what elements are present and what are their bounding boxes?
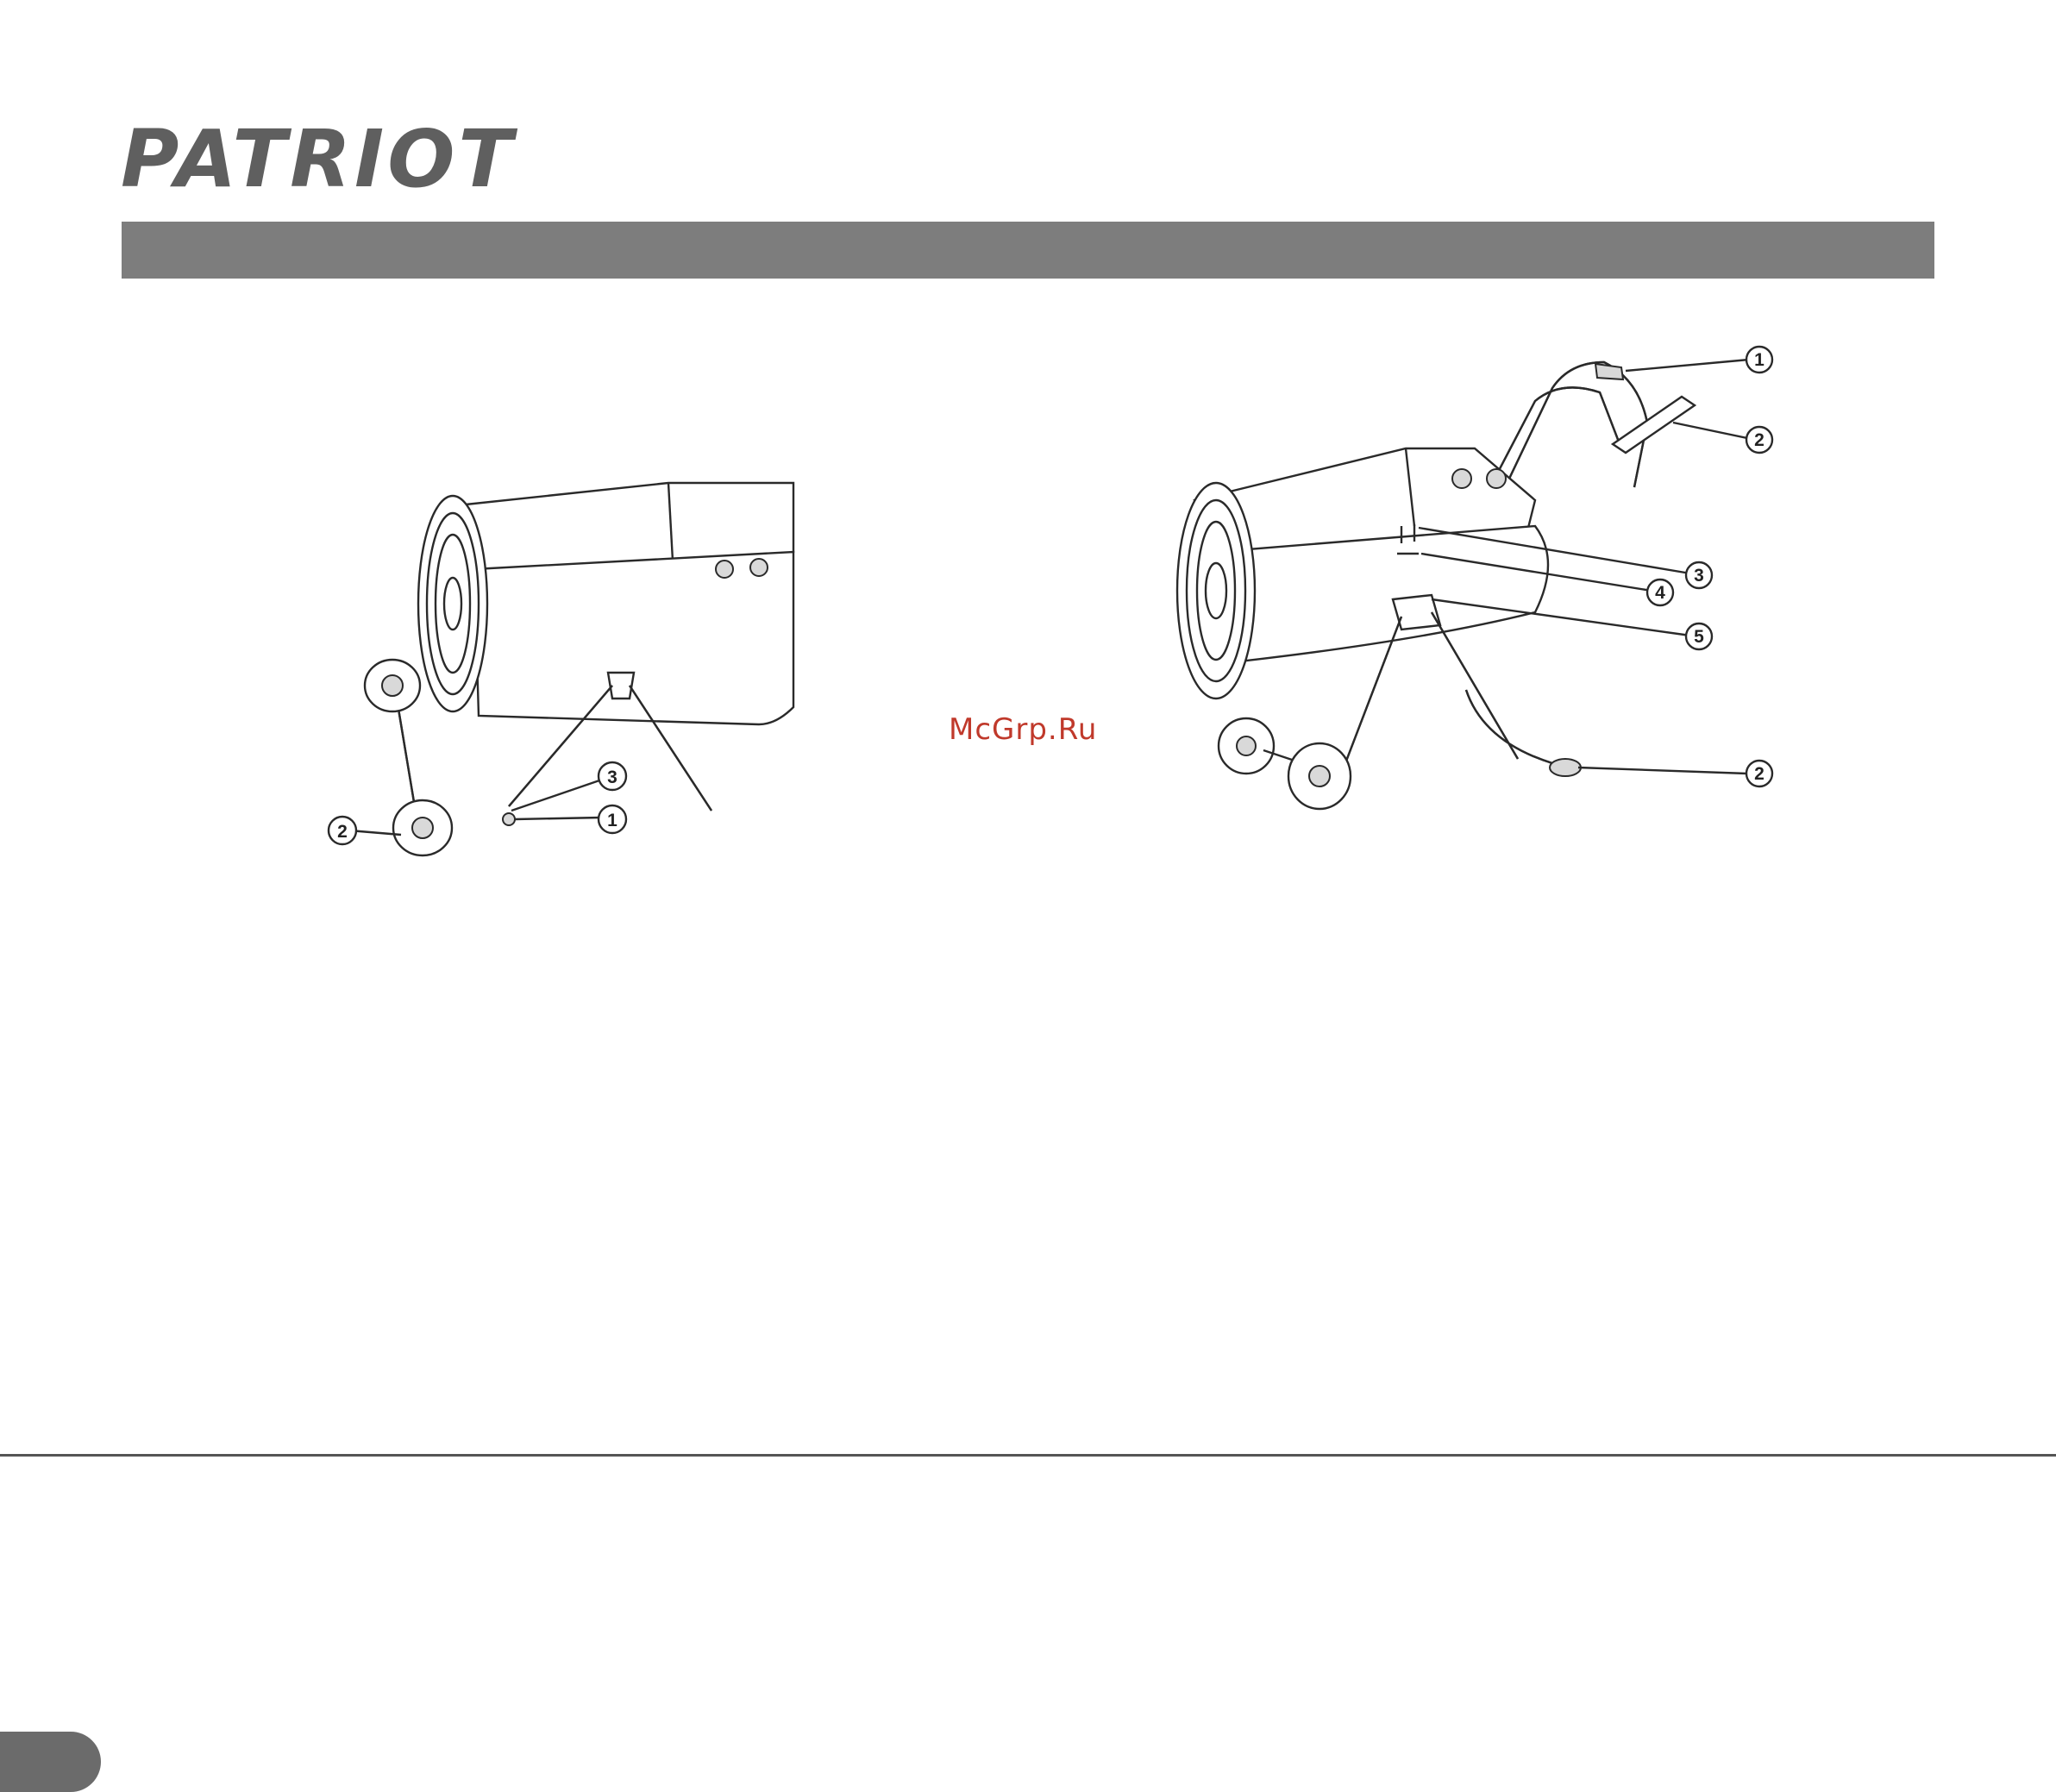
callout-label: 3 (1694, 566, 1704, 586)
callout-label: 5 (1694, 627, 1704, 647)
callout-label: 1 (1754, 350, 1765, 370)
knob-icon (1452, 469, 1471, 488)
callout-3: 3 (511, 762, 626, 811)
heater-body (1177, 448, 1548, 699)
bolt (503, 813, 515, 825)
logo-text: PATRIOT (121, 119, 517, 197)
callout-label: 3 (607, 768, 617, 787)
wheel-axle (1219, 718, 1351, 809)
callout-2-sleeve: 2 (1673, 423, 1772, 453)
knob-icon (1487, 469, 1506, 488)
callout-1: 1 (515, 805, 626, 833)
callout-label: 2 (337, 822, 348, 842)
callout-2-cap: 2 (1578, 761, 1772, 786)
callout-label: 2 (1754, 430, 1765, 450)
callout-2: 2 (329, 817, 401, 844)
heater-figure-right: 1 2 3 4 5 2 (1156, 328, 1794, 819)
callout-label: 2 (1754, 764, 1765, 784)
section-header-bar (122, 222, 1934, 279)
heater-body (418, 483, 793, 724)
patriot-logo: PATRIOT (121, 119, 556, 197)
page-marker (0, 1732, 101, 1792)
knob-icon (716, 561, 733, 578)
handle-grip (1595, 364, 1623, 379)
end-cap (1550, 759, 1581, 776)
knob-icon (750, 559, 768, 576)
heater-figure-left: 1 2 3 (310, 466, 845, 897)
callout-label: 1 (607, 811, 617, 830)
callout-1: 1 (1626, 347, 1772, 373)
callout-label: 4 (1655, 583, 1665, 603)
watermark: McGrp.Ru (949, 712, 1097, 747)
